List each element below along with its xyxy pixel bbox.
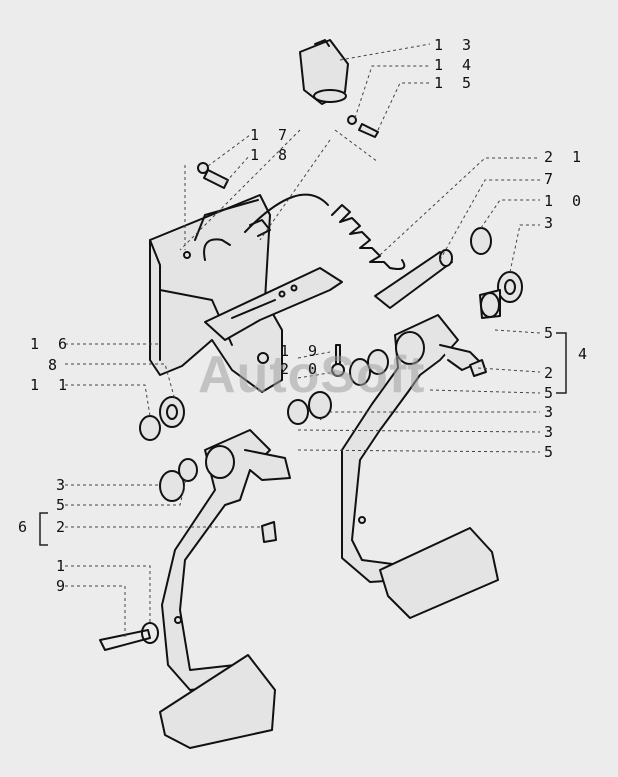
- callout-2-b: 2: [56, 518, 71, 536]
- clevis-pin: [99, 629, 151, 651]
- callout-19: 1 9: [280, 342, 323, 360]
- callout-9: 9: [56, 577, 71, 595]
- callout-5-a: 5: [544, 324, 559, 342]
- callout-7: 7: [544, 170, 559, 188]
- clutch-pedal: [159, 429, 291, 749]
- callout-4: 4: [578, 345, 593, 363]
- callout-8: 8: [48, 356, 63, 374]
- callout-2-a: 2: [544, 364, 559, 382]
- pin-clip: [141, 622, 159, 644]
- washer-10: [470, 227, 492, 255]
- callout-20: 2 0: [280, 360, 323, 378]
- callout-5-d: 5: [56, 496, 71, 514]
- callout-3-c: 3: [544, 423, 559, 441]
- upper-bolt: [197, 162, 229, 189]
- callout-3-top: 3: [544, 214, 559, 232]
- left-bushings: [139, 396, 198, 502]
- callout-14: 1 4: [434, 56, 477, 74]
- brake-pedal: [341, 314, 499, 619]
- callout-18: 1 8: [250, 146, 293, 164]
- callout-6: 6: [18, 518, 33, 536]
- callout-13: 1 3: [434, 36, 477, 54]
- callout-16: 1 6: [30, 335, 73, 353]
- callout-5-b: 5: [544, 384, 559, 402]
- return-spring: [244, 193, 406, 270]
- watermark-text: AutoSoft: [198, 346, 426, 404]
- stop-light-switch: [299, 39, 379, 138]
- callout-17: 1 7: [250, 126, 293, 144]
- callout-3-b: 3: [544, 403, 559, 421]
- callout-3-d: 3: [56, 476, 71, 494]
- callout-21: 2 1: [544, 148, 587, 166]
- nut-left: [261, 521, 277, 543]
- callout-11: 1 1: [30, 376, 73, 394]
- center-bushings: [287, 344, 389, 425]
- callout-15: 1 5: [434, 74, 477, 92]
- right-bushings: [479, 271, 523, 319]
- callout-10: 1 0: [544, 192, 587, 210]
- callout-5-c: 5: [544, 443, 559, 461]
- pivot-pin: [374, 249, 453, 309]
- callout-1: 1: [56, 557, 71, 575]
